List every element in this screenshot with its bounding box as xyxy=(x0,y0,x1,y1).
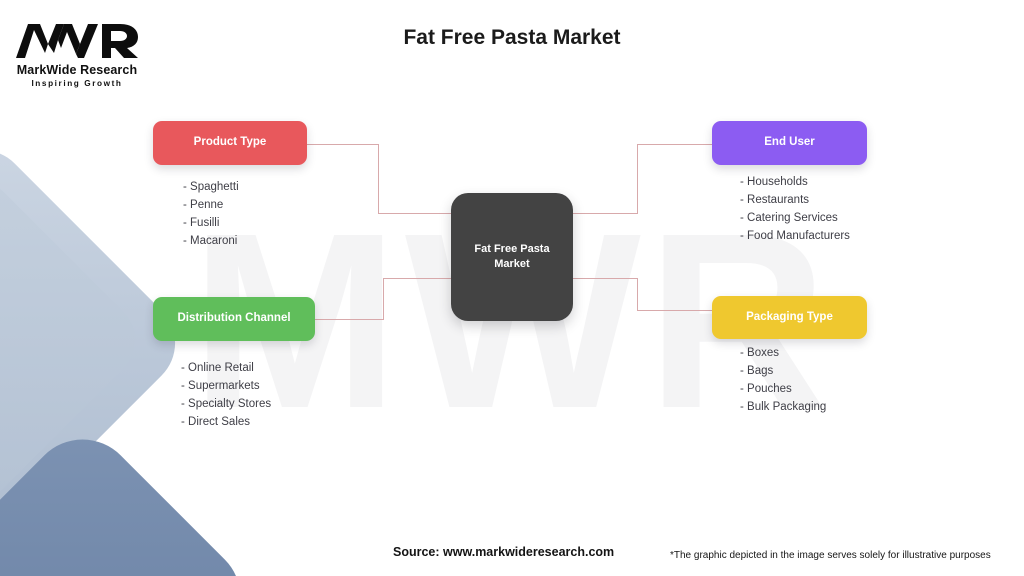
center-node-label-line1: Fat Free Pasta xyxy=(474,243,550,256)
branch-items-packaging-type: - Boxes - Bags - Pouches - Bulk Packagin… xyxy=(740,344,826,416)
center-node-fat-free-pasta-market[interactable]: Fat Free Pasta Market xyxy=(451,193,573,321)
list-item: - Food Manufacturers xyxy=(740,230,850,242)
list-item: - Fusilli xyxy=(183,217,220,229)
list-item: - Online Retail xyxy=(181,362,254,374)
connector-packaging-type-h1 xyxy=(568,278,638,279)
branch-node-product-type[interactable]: Product Type xyxy=(153,121,307,165)
branch-items-end-user: - Households - Restaurants - Catering Se… xyxy=(740,173,850,245)
mwr-logo-icon xyxy=(16,24,138,58)
branch-items-distribution-channel: - Online Retail - Supermarkets - Special… xyxy=(181,359,271,431)
connector-end-user-v xyxy=(637,144,638,214)
list-item: - Boxes xyxy=(740,347,779,359)
branch-items-product-type: - Spaghetti - Penne - Fusilli - Macaroni xyxy=(183,178,239,250)
list-item: - Pouches xyxy=(740,383,792,395)
connector-product-type-h1 xyxy=(307,144,378,145)
list-item: - Bags xyxy=(740,365,774,377)
list-item: - Households xyxy=(740,176,808,188)
center-node-label: Fat Free Pasta Market xyxy=(474,242,549,272)
list-item: - Restaurants xyxy=(740,194,810,206)
connector-distribution-channel-h2 xyxy=(383,278,456,279)
connector-distribution-channel-h1 xyxy=(315,319,384,320)
connector-end-user-h2 xyxy=(637,144,713,145)
connector-end-user-h1 xyxy=(568,213,638,214)
list-item: - Catering Services xyxy=(740,212,838,224)
connector-product-type-v xyxy=(378,144,379,214)
branch-node-end-user[interactable]: End User xyxy=(712,121,867,165)
branch-label-distribution-channel: Distribution Channel xyxy=(177,312,291,325)
branch-label-packaging-type: Packaging Type xyxy=(746,310,833,323)
disclaimer-label: *The graphic depicted in the image serve… xyxy=(670,550,991,561)
source-label: Source: www.markwideresearch.com xyxy=(393,545,615,559)
center-node-label-line2: Market xyxy=(494,258,530,270)
logo-tagline: Inspiring Growth xyxy=(31,79,123,88)
branch-node-distribution-channel[interactable]: Distribution Channel xyxy=(153,297,315,341)
list-item: - Bulk Packaging xyxy=(740,401,827,413)
list-item: - Specialty Stores xyxy=(181,398,272,410)
connector-packaging-type-h2 xyxy=(637,310,713,311)
branch-label-end-user: End User xyxy=(764,136,815,149)
list-item: - Direct Sales xyxy=(181,416,251,428)
company-logo: MarkWide Research Inspiring Growth xyxy=(14,20,140,88)
connector-distribution-channel-v xyxy=(383,278,384,320)
connector-packaging-type-v xyxy=(637,278,638,311)
list-item: - Macaroni xyxy=(183,235,238,247)
list-item: - Spaghetti xyxy=(183,181,239,193)
connector-product-type-h2 xyxy=(378,213,456,214)
logo-company-name: MarkWide Research xyxy=(16,63,138,77)
page-title: Fat Free Pasta Market xyxy=(403,26,621,49)
branch-node-packaging-type[interactable]: Packaging Type xyxy=(712,296,867,339)
list-item: - Penne xyxy=(183,199,224,211)
list-item: - Supermarkets xyxy=(181,380,260,392)
branch-label-product-type: Product Type xyxy=(193,136,267,149)
